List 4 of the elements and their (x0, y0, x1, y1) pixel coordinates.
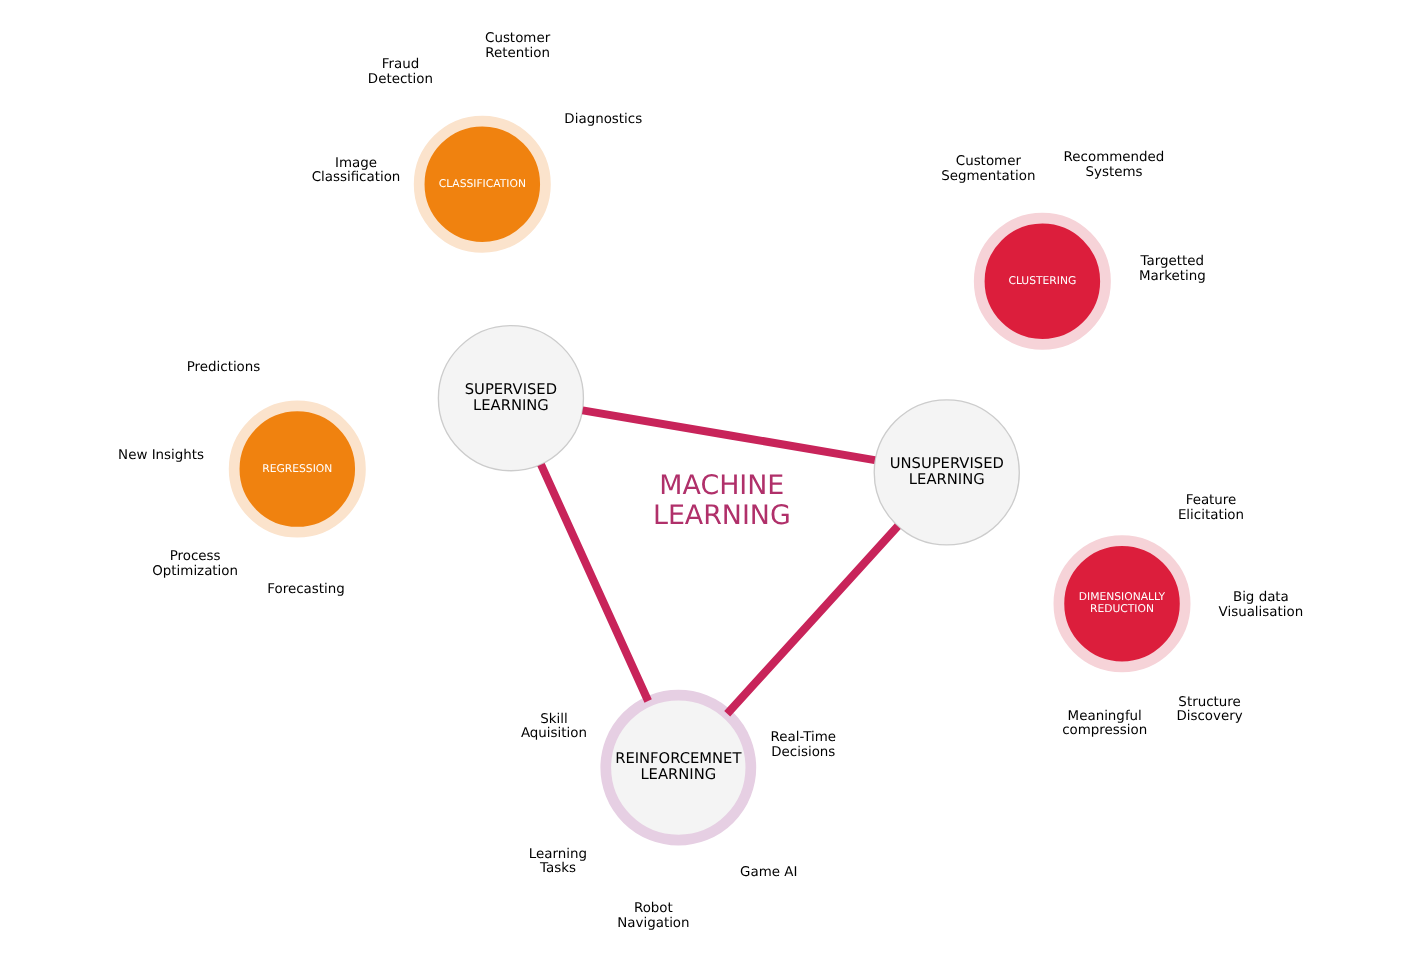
connector (723, 523, 900, 717)
connector (580, 406, 875, 465)
node-text: MACHINE LEARNING (651, 472, 790, 533)
connector (536, 462, 651, 703)
